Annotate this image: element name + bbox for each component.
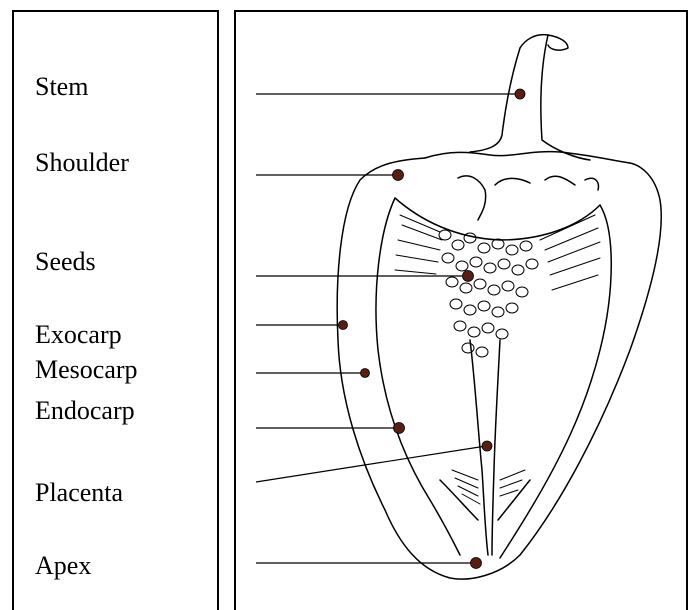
pepper-stem: [470, 35, 590, 160]
leader-placenta: [256, 446, 486, 482]
calyx-inner: [458, 176, 598, 220]
marker-placenta: [482, 441, 492, 451]
calyx: [425, 152, 630, 163]
markers: [339, 89, 526, 569]
marker-stem: [515, 89, 525, 99]
marker-exocarp: [339, 321, 348, 330]
marker-shoulder: [393, 170, 404, 181]
marker-seeds: [463, 271, 474, 282]
hatching: [395, 215, 600, 504]
marker-endocarp: [394, 423, 405, 434]
marker-mesocarp: [361, 369, 370, 378]
marker-apex: [471, 558, 482, 569]
stem-tip: [520, 35, 568, 50]
seed-cluster: [439, 230, 538, 357]
